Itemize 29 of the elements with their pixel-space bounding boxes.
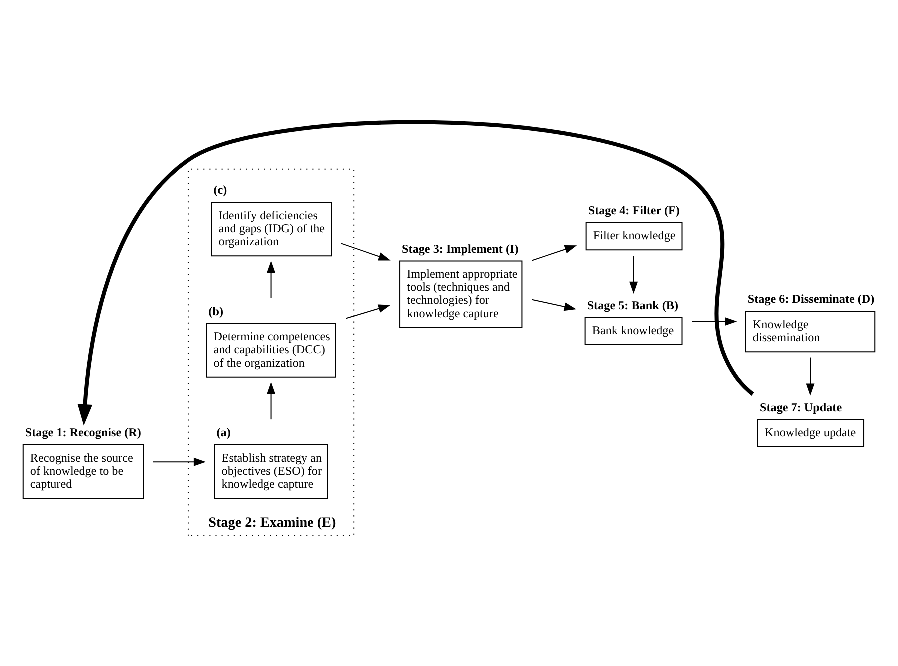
arrow bbox=[532, 245, 578, 262]
arrow bbox=[692, 318, 738, 326]
node-box: Bank knowledge bbox=[584, 317, 683, 346]
node-label: Stage 1: Recognise (R) bbox=[25, 426, 142, 440]
node-label: Stage 7: Update bbox=[760, 400, 842, 414]
arrow bbox=[346, 304, 391, 320]
arrow bbox=[532, 299, 577, 312]
arrow bbox=[78, 120, 754, 426]
node-label: (a) bbox=[216, 426, 231, 440]
arrow bbox=[341, 243, 391, 261]
node-box: Filter knowledge bbox=[586, 222, 683, 251]
arrow bbox=[806, 358, 815, 396]
arrow bbox=[153, 458, 206, 466]
node-box: Knowledge dissemination bbox=[745, 311, 876, 353]
node-box: Determine competences and capabilities (DCC) of the organization bbox=[206, 323, 336, 378]
node-label: (c) bbox=[214, 183, 228, 198]
node-box: Knowledge update bbox=[757, 419, 865, 448]
node-label: Stage 4: Filter (F) bbox=[588, 203, 680, 218]
arrow bbox=[267, 382, 276, 420]
arrow bbox=[630, 256, 638, 294]
node-label: Stage 6: Disseminate (D) bbox=[748, 292, 875, 306]
node-label: (b) bbox=[208, 304, 224, 318]
node-box: Recognise the source of knowledge to be captured bbox=[22, 444, 144, 500]
node-box: Identify deficiencies and gaps (IDG) of the organization bbox=[211, 202, 332, 257]
node-label: Stage 3: Implement (I) bbox=[402, 242, 519, 256]
node-box: Implement appropriate tools (techniques and technologies) for knowledge capture bbox=[400, 260, 523, 328]
node-label: Stage 5: Bank (B) bbox=[587, 298, 679, 312]
arrow bbox=[267, 260, 276, 298]
node-box: Establish strategy an objectives (ESO) for knowledge capture bbox=[214, 444, 328, 500]
